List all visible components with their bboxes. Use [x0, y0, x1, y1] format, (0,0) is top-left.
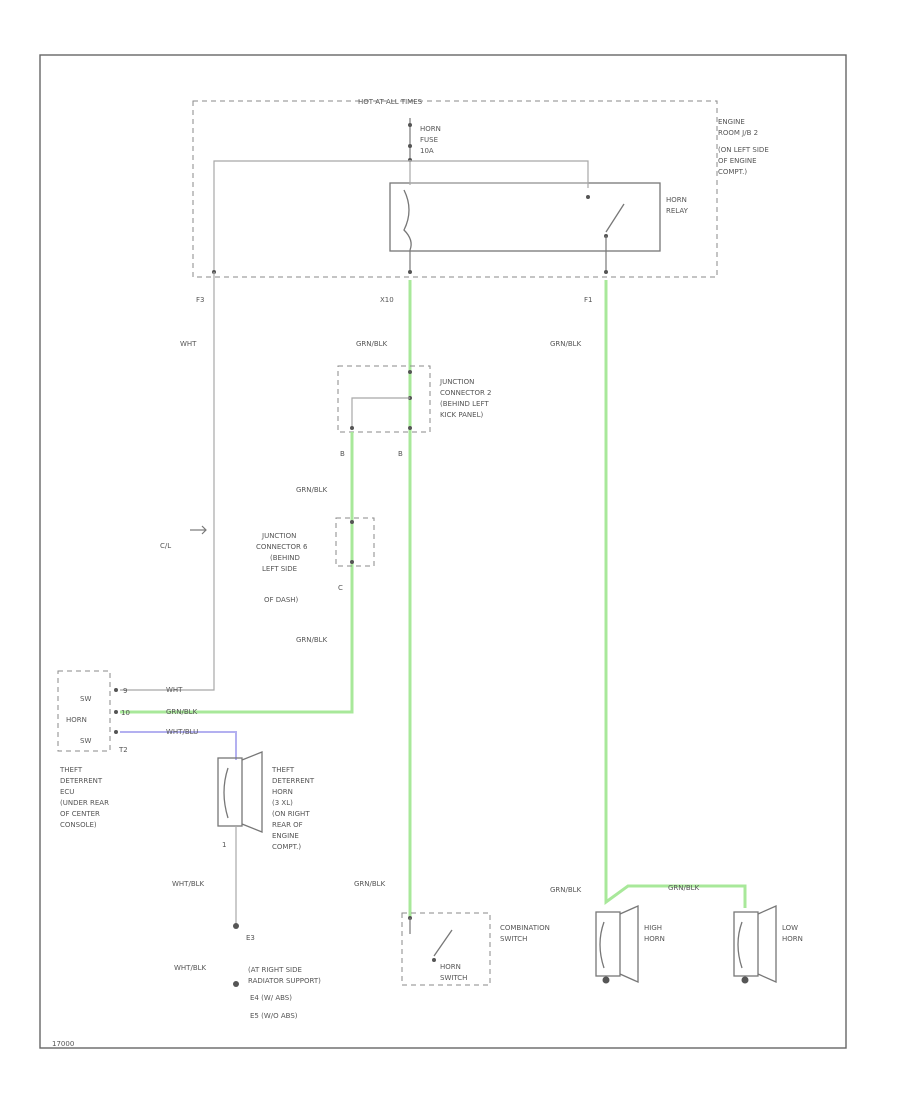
pin-c-label: C: [338, 584, 343, 592]
junction-connector-2-label-3: (BEHIND LEFT: [440, 400, 489, 408]
wht-wire: [120, 272, 215, 691]
theft-horn-label-1: THEFT: [271, 766, 295, 774]
theft-ecu-label-4: (UNDER REAR: [60, 799, 109, 807]
pin-f3-label: F3: [196, 296, 204, 304]
junction-connector-2-label-2: CONNECTOR 2: [440, 389, 492, 397]
ground-e5-label: E5 (W/O ABS): [250, 1012, 298, 1020]
pin-1-label: 1: [222, 841, 226, 849]
grn-blk-label-5: GRN/BLK: [354, 880, 386, 888]
junction-connector-6-outline: [335, 517, 375, 567]
grn-blk-wire-f1: [604, 280, 747, 908]
wht-label-top: WHT: [180, 340, 197, 348]
engine-room-jb-label-3: (ON LEFT SIDE: [718, 146, 769, 154]
grn-blk-label-7: GRN/BLK: [668, 884, 700, 892]
low-horn: [733, 904, 777, 984]
relay-coil: [403, 189, 412, 251]
pin-ecu-9-label: 9: [123, 687, 127, 695]
theft-horn-label-6: REAR OF: [272, 821, 303, 829]
theft-ecu-label-5: OF CENTER: [60, 810, 100, 818]
junction-connector-2-outline: [337, 365, 431, 433]
combination-switch-outline: [401, 912, 491, 986]
low-horn-label-2: HORN: [782, 935, 803, 943]
horn-fuse-label-1: HORN: [420, 125, 441, 133]
grn-blk-label-3: GRN/BLK: [296, 486, 328, 494]
theft-ecu-label-6: CONSOLE): [60, 821, 97, 829]
engine-room-jb-label-1: ENGINE: [718, 118, 745, 126]
junction-connector-2-label-4: KICK PANEL): [440, 411, 483, 419]
theft-deterrent-horn: [217, 751, 263, 833]
ecu-horn-label: HORN: [66, 716, 87, 724]
corner-id-label: 17000: [52, 1040, 74, 1048]
high-horn-label-2: HORN: [644, 935, 665, 943]
theft-horn-label-2: DETERRENT: [272, 777, 315, 785]
wire-wht-label: WHT: [166, 686, 183, 694]
pin-ecu-10-label: 10: [121, 709, 130, 717]
theft-ecu-label-2: DETERRENT: [60, 777, 103, 785]
engine-room-jb-label-2: ROOM J/B 2: [718, 129, 758, 137]
horn-fuse-label-3: 10A: [420, 147, 434, 155]
low-horn-label-1: LOW: [782, 924, 798, 932]
horn-switch-label-2: SWITCH: [440, 974, 467, 982]
grn-blk-label-2: GRN/BLK: [550, 340, 582, 348]
ground-label-1: (AT RIGHT SIDE: [248, 966, 302, 974]
junction-connector-2-label-1: JUNCTION: [439, 378, 474, 386]
fuse-bus-wire: [213, 160, 589, 270]
wht-blu-wire: [120, 731, 237, 760]
theft-horn-label-8: COMPT.): [272, 843, 301, 851]
horn-relay-label-2: RELAY: [666, 207, 689, 215]
horn-switch-label-1: HORN: [440, 963, 461, 971]
high-horn: [595, 904, 639, 984]
high-horn-label-1: HIGH: [644, 924, 662, 932]
pin-x10-label: X10: [380, 296, 394, 304]
hot-at-all-times-label: HOT AT ALL TIMES: [358, 98, 423, 106]
ecu-sw2-label: SW: [80, 737, 91, 745]
junction-connector-6-label-2: CONNECTOR 6: [256, 543, 308, 551]
combination-switch-label-1: COMBINATION: [500, 924, 550, 932]
pin-f1-label: F1: [584, 296, 592, 304]
theft-ecu-outline: [57, 670, 111, 752]
grn-blk-wire-branch: [120, 432, 354, 714]
wht-blk-label-1: WHT/BLK: [172, 880, 205, 888]
theft-ecu-label-3: ECU: [60, 788, 74, 796]
wire-grn-blk-label: GRN/BLK: [166, 708, 198, 716]
pin-b-right-label: B: [398, 450, 403, 458]
junction-connector-6-label-4: LEFT SIDE: [262, 565, 297, 573]
theft-horn-label-3: HORN: [272, 788, 293, 796]
pin-e3-label: E3: [246, 934, 255, 942]
grn-blk-label-6: GRN/BLK: [550, 886, 582, 894]
diagram-frame: [39, 54, 847, 1049]
wire-wht-blu-label: WHT/BLU: [166, 728, 198, 736]
theft-horn-label-4: (3 XL): [272, 799, 293, 807]
horn-fuse: [408, 118, 412, 162]
ecu-sw-label: SW: [80, 695, 91, 703]
theft-horn-label-5: (ON RIGHT: [272, 810, 310, 818]
wht-blk-label-2: WHT/BLK: [174, 964, 207, 972]
horn-relay-box: [389, 182, 661, 252]
grn-blk-label-1: GRN/BLK: [356, 340, 388, 348]
relay-switch: [586, 195, 625, 272]
theft-ecu-label-1: THEFT: [59, 766, 83, 774]
junction-connector-6-label-3: (BEHIND: [270, 554, 300, 562]
horn-fuse-label-2: FUSE: [420, 136, 438, 144]
engine-room-jb-outline: [192, 100, 718, 278]
ground-e4-label: E4 (W/ ABS): [250, 994, 292, 1002]
engine-room-jb-label-4: OF ENGINE: [718, 157, 757, 165]
junction-connector-6-label-5: OF DASH): [264, 596, 299, 604]
junction-connector-6-label-1: JUNCTION: [261, 532, 296, 540]
grn-blk-label-4: GRN/BLK: [296, 636, 328, 644]
pin-ecu-t2-label: T2: [118, 746, 128, 754]
combination-switch-label-2: SWITCH: [500, 935, 527, 943]
engine-room-jb-label-5: COMPT.): [718, 168, 747, 176]
c-dl-label: C/L: [160, 542, 171, 550]
pin-b-left-label: B: [340, 450, 345, 458]
horn-relay-label-1: HORN: [666, 196, 687, 204]
theft-horn-label-7: ENGINE: [272, 832, 299, 840]
ground-label-2: RADIATOR SUPPORT): [248, 977, 321, 985]
